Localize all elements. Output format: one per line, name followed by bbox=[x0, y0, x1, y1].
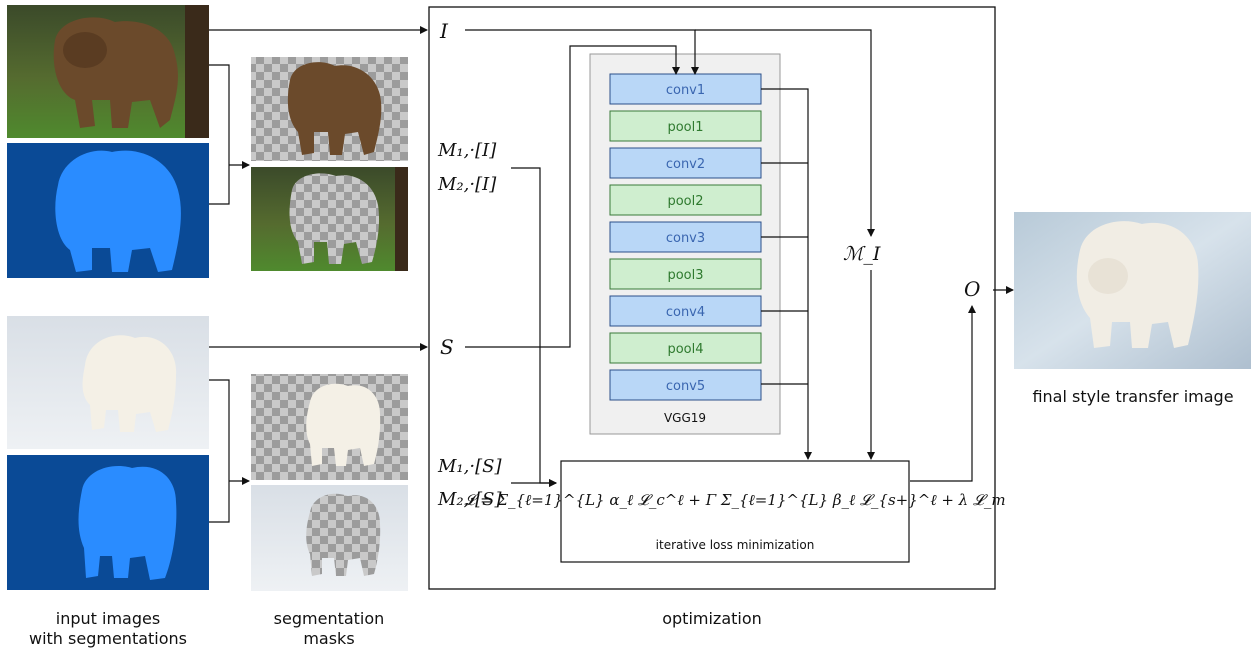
caption-optimization: optimization bbox=[662, 609, 762, 628]
vgg-layer-label-pool2: pool2 bbox=[667, 194, 703, 209]
mask-content-line2: M₂,·[I] bbox=[437, 174, 497, 195]
content-mask-foreground bbox=[251, 57, 408, 161]
mask-content-line1: M₁,·[I] bbox=[437, 140, 497, 161]
input-arrows bbox=[209, 26, 428, 351]
matting-laplacian-symbol: ℳ_I bbox=[843, 243, 881, 265]
style-mask-foreground bbox=[251, 374, 408, 480]
loss-formula: 𝓛 = Σ_{ℓ=1}^{L} α_ℓ 𝓛_c^ℓ + Γ Σ_{ℓ=1}^{L… bbox=[464, 491, 1005, 509]
loss-box bbox=[560, 460, 910, 563]
caption-seg-line2: masks bbox=[303, 629, 354, 648]
internal-connectors bbox=[465, 29, 976, 487]
vgg-layer-pool2 bbox=[609, 184, 762, 216]
style-mask-background bbox=[251, 485, 408, 591]
content-mask-background bbox=[251, 167, 408, 271]
loss-caption: iterative loss minimization bbox=[656, 538, 815, 552]
polar-bear bbox=[82, 335, 177, 432]
vgg-layer-stack: conv1 pool1 conv2 pool2 conv3 pool3 conv4 pool4… bbox=[609, 73, 762, 401]
symbol-content-I: I bbox=[439, 19, 449, 43]
vgg-layer-pool4 bbox=[609, 332, 762, 364]
style-image bbox=[7, 316, 209, 449]
caption-seg-line1: segmentation bbox=[274, 609, 385, 628]
vgg-layer-conv3 bbox=[609, 221, 762, 253]
content-image bbox=[7, 5, 209, 138]
final-style-transfer-image bbox=[1014, 212, 1251, 369]
vgg-layer-label-conv1: conv1 bbox=[666, 83, 705, 98]
vgg-title: VGG19 bbox=[664, 411, 706, 425]
vgg-layer-label-conv5: conv5 bbox=[666, 379, 705, 394]
caption-input-line1: input images bbox=[56, 609, 160, 628]
vgg-layer-conv2 bbox=[609, 147, 762, 179]
style-segmentation bbox=[7, 455, 209, 590]
vgg-layer-label-conv3: conv3 bbox=[666, 231, 705, 246]
output-symbol-O: O bbox=[964, 277, 980, 301]
vgg-layer-pool3 bbox=[609, 258, 762, 290]
content-segmentation bbox=[7, 143, 209, 278]
input-to-mask-connectors bbox=[209, 64, 250, 523]
vgg-layer-label-pool1: pool1 bbox=[667, 120, 703, 135]
caption-input-line2: with segmentations bbox=[29, 629, 187, 648]
symbol-style-S: S bbox=[440, 335, 454, 359]
vgg-layer-label-pool3: pool3 bbox=[667, 268, 703, 283]
tree-trunk bbox=[185, 5, 209, 138]
vgg-layer-conv1 bbox=[609, 73, 762, 105]
vgg-layer-conv5 bbox=[609, 369, 762, 401]
vgg-layer-conv4 bbox=[609, 295, 762, 327]
mask-style-line1: M₁,·[S] bbox=[437, 456, 502, 477]
caption-final: final style transfer image bbox=[1032, 387, 1233, 406]
optimization-box bbox=[428, 6, 996, 590]
mask-style-line2: M₂,·[S] bbox=[437, 489, 502, 510]
vgg-layer-label-pool4: pool4 bbox=[667, 342, 703, 357]
vgg-layer-label-conv4: conv4 bbox=[666, 305, 705, 320]
vgg-layer-pool1 bbox=[609, 110, 762, 142]
vgg-layer-label-conv2: conv2 bbox=[666, 157, 705, 172]
